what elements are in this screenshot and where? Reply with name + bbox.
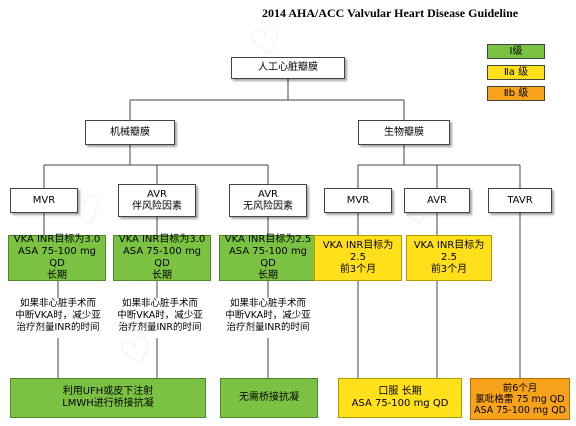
node-mechanical-valve: 机械瓣膜 <box>85 120 175 145</box>
outcome-line: 前6个月 <box>502 382 538 394</box>
node-label: AVR <box>147 188 167 200</box>
node-sublabel: 伴风险因素 <box>132 200 182 212</box>
outcome-oral-asa: 口服 长期 ASA 75-100 mg QD <box>338 378 462 418</box>
outcome-line: 氯吡格雷 75 mg QD <box>475 393 565 405</box>
legend-class-2b: Ⅱb 级 <box>487 86 545 101</box>
therapy-line: 长期 <box>47 270 67 281</box>
note-line: 中断VKA时，减少亚 <box>225 310 311 321</box>
therapy-line: 前3个月 <box>339 264 377 275</box>
therapy-line: 长期 <box>258 270 278 281</box>
note-line: 如果非心脏手术而 <box>19 298 96 309</box>
therapy-line: VKA INR目标为3.0 <box>118 234 206 245</box>
node-mechanical-mvr: MVR <box>10 188 78 213</box>
therapy-line: VKA INR目标为2.5 <box>322 240 394 263</box>
legend-class-2a: Ⅱa 级 <box>487 65 545 80</box>
node-mechanical-avr-norisk: AVR 无风险因素 <box>229 184 307 217</box>
outcome-line: 无需桥接抗凝 <box>239 392 299 403</box>
note-line: 治疗剂量INR的时间 <box>226 322 310 333</box>
therapy-bio-avr: VKA INR目标为2.5 前3个月 <box>406 235 492 281</box>
outcome-line: LMWH进行桥接抗凝 <box>62 398 154 409</box>
node-bio-tavr: TAVR <box>488 188 552 213</box>
node-sublabel: 无风险因素 <box>243 200 293 212</box>
outcome-line: 利用UFH或皮下注射 <box>62 386 154 397</box>
node-bio-avr: AVR <box>404 188 470 213</box>
node-label: AVR <box>258 188 278 200</box>
therapy-line: ASA 75-100 mg QD <box>122 246 202 269</box>
surgery-note-3: 如果非心脏手术而 中断VKA时，减少亚 治疗剂量INR的时间 <box>216 298 320 334</box>
therapy-line: ASA 75-100 mg QD <box>228 246 308 269</box>
therapy-line: VKA INR目标为2.5 <box>413 240 485 263</box>
outcome-line: 口服 长期 <box>378 386 422 397</box>
note-line: 如果非心脏手术而 <box>229 298 306 309</box>
surgery-note-1: 如果非心脏手术而 中断VKA时，减少亚 治疗剂量INR的时间 <box>6 298 110 334</box>
outcome-line: ASA 75-100 mg QD <box>351 398 449 409</box>
legend-class-1: Ⅰ级 <box>487 44 545 59</box>
therapy-line: VKA INR目标为2.5 <box>224 234 312 245</box>
therapy-bio-mvr: VKA INR目标为2.5 前3个月 <box>314 235 402 281</box>
surgery-note-2: 如果非心脏手术而 中断VKA时，减少亚 治疗剂量INR的时间 <box>108 298 212 334</box>
therapy-mechanical-avr-norisk: VKA INR目标为2.5 ASA 75-100 mg QD 长期 <box>219 234 317 281</box>
therapy-line: 长期 <box>152 270 172 281</box>
node-bio-mvr: MVR <box>324 188 392 213</box>
therapy-line: ASA 75-100 mg QD <box>17 246 97 269</box>
node-bioprosthetic-valve: 生物瓣膜 <box>358 120 450 145</box>
page-title: 2014 AHA/ACC Valvular Heart Disease Guid… <box>262 6 519 20</box>
node-mechanical-avr-risk: AVR 伴风险因素 <box>118 184 196 217</box>
note-line: 中断VKA时，减少亚 <box>117 310 203 321</box>
node-prosthetic-valve: 人工心脏瓣膜 <box>231 57 345 79</box>
node-label: MVR <box>32 194 56 206</box>
outcome-line: ASA 75-100 mg QD <box>474 404 566 416</box>
therapy-line: VKA INR目标为3.0 <box>13 234 101 245</box>
therapy-line: 前3个月 <box>430 264 468 275</box>
therapy-mechanical-mvr: VKA INR目标为3.0 ASA 75-100 mg QD 长期 <box>8 234 106 281</box>
therapy-mechanical-avr-risk: VKA INR目标为3.0 ASA 75-100 mg QD 长期 <box>113 234 211 281</box>
outcome-no-bridging: 无需桥接抗凝 <box>220 378 318 418</box>
outcome-tavr: 前6个月 氯吡格雷 75 mg QD ASA 75-100 mg QD <box>470 378 570 420</box>
note-line: 中断VKA时，减少亚 <box>15 310 101 321</box>
note-line: 治疗剂量INR的时间 <box>16 322 100 333</box>
note-line: 治疗剂量INR的时间 <box>118 322 202 333</box>
outcome-bridging: 利用UFH或皮下注射 LMWH进行桥接抗凝 <box>10 378 206 418</box>
note-line: 如果非心脏手术而 <box>121 298 198 309</box>
